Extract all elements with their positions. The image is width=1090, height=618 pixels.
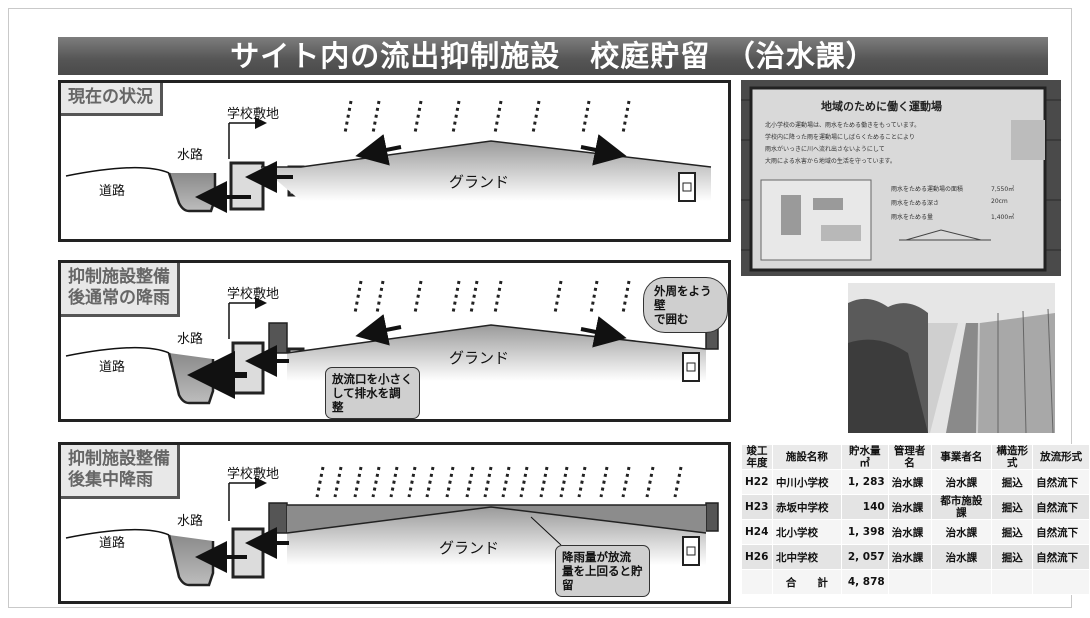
ground-label: グランド — [449, 349, 509, 367]
cell-discharge: 自然流下 — [1032, 494, 1090, 520]
cell-facility-name: 北中学校 — [771, 544, 842, 570]
cell-discharge: 自然流下 — [1032, 519, 1090, 545]
cell-facility-name: 北小学校 — [771, 519, 842, 545]
sign-heading: 地域のために働く運動場 — [821, 100, 942, 113]
header-discharge: 放流形式 — [1032, 444, 1090, 470]
cell-volume: 1, 283 — [840, 469, 889, 495]
sign-board-image — [741, 80, 1061, 276]
rain-marks — [353, 280, 631, 314]
perimeter-wall-image — [848, 283, 1055, 433]
waterway-label: 水路 — [177, 331, 203, 347]
callout-outlet: 放流口を小さく して排水を調 整 — [325, 367, 420, 419]
cell-volume: 140 — [840, 494, 889, 520]
cell-manager: 治水課 — [887, 519, 932, 545]
cell-volume: 2, 057 — [840, 544, 889, 570]
sign-stat-value: 1,400㎥ — [991, 214, 1015, 221]
rain-marks — [343, 100, 631, 134]
cell-operator: 治水課 — [930, 544, 993, 570]
cell-structure: 掘込 — [991, 519, 1034, 545]
road-label: 道路 — [99, 359, 125, 375]
cell-structure: 掘込 — [991, 544, 1034, 570]
slide-title: サイト内の流出抑制施設 校庭貯留 （治水課） — [230, 39, 876, 73]
header-operator: 事業者名 — [930, 444, 993, 470]
table-total-row: 合 計 4, 878 — [741, 569, 1090, 595]
callout-outer-wall: 外周をよう壁 で囲む — [643, 277, 728, 333]
school-site-label: 学校敷地 — [227, 106, 279, 122]
panel-normal-rain: 学校敷地 水路 道路 グランド 抑制施設整備 後通常の降雨 外周をよう壁 で囲む… — [58, 260, 731, 422]
waterway-label: 水路 — [177, 513, 203, 529]
ground-label: グランド — [439, 539, 499, 557]
cell-structure: 掘込 — [991, 494, 1034, 520]
header-facility-name: 施設名称 — [771, 444, 842, 470]
table-row: H24 北小学校 1, 398 治水課 治水課 掘込 自然流下 — [741, 519, 1090, 545]
table-row: H26 北中学校 2, 057 治水課 治水課 掘込 自然流下 — [741, 544, 1090, 570]
cell-operator: 治水課 — [930, 519, 993, 545]
panel-current: 学校敷地 水路 道路 グランド 現在の状況 — [58, 80, 731, 242]
header-volume: 貯水量 ㎥ — [840, 444, 889, 470]
cell-structure: 掘込 — [991, 469, 1034, 495]
sign-board-photo: 地域のために働く運動場 北小学校の運動場は、雨水をためる働きをもっています。 学… — [741, 80, 1061, 276]
cell-operator: 都市施設 課 — [930, 494, 993, 520]
sign-stat-value: 20cm — [991, 198, 1008, 205]
cell-discharge: 自然流下 — [1032, 469, 1090, 495]
panel-label: 現在の状況 — [61, 83, 163, 116]
road-label: 道路 — [99, 535, 125, 551]
cell-manager: 治水課 — [887, 494, 932, 520]
road-label: 道路 — [99, 183, 125, 199]
sign-stat-value: 7,550㎡ — [991, 186, 1015, 193]
table-header-row: 竣工 年度 施設名称 貯水量 ㎥ 管理者 名 事業者名 構造形 式 放流形式 — [741, 444, 1090, 470]
sign-stat-label: 雨水をためる量 — [891, 214, 934, 221]
panel-label: 抑制施設整備 後集中降雨 — [61, 445, 180, 499]
school-site-label: 学校敷地 — [227, 286, 279, 302]
cell-facility-name: 赤坂中学校 — [771, 494, 842, 520]
table-row: H22 中川小学校 1, 283 治水課 治水課 掘込 自然流下 — [741, 469, 1090, 495]
sign-text-line: 学校内に降った雨を運動場にしばらくためることにより — [765, 134, 915, 141]
table-row: H23 赤坂中学校 140 治水課 都市施設 課 掘込 自然流下 — [741, 494, 1090, 520]
sign-stat-label: 雨水をためる深さ — [891, 200, 940, 207]
rain-marks — [315, 466, 683, 498]
sign-text-line: 大雨による水害から地域の生活を守っています。 — [765, 158, 896, 165]
sign-text-line: 北小学校の運動場は、雨水をためる働きをもっています。 — [765, 122, 921, 129]
cell-year: H26 — [741, 544, 773, 570]
sign-stat-label: 雨水をためる運動場の面積 — [891, 186, 964, 193]
cell-discharge: 自然流下 — [1032, 544, 1090, 570]
sign-text-line: 雨水がいっきに川へ流れ出さないようにして — [765, 146, 885, 153]
school-site-label: 学校敷地 — [227, 466, 279, 482]
title-bar: サイト内の流出抑制施設 校庭貯留 （治水課） — [58, 37, 1048, 75]
header-structure: 構造形 式 — [991, 444, 1034, 470]
panel-label: 抑制施設整備 後通常の降雨 — [61, 263, 180, 317]
cell-facility-name: 中川小学校 — [771, 469, 842, 495]
total-value: 4, 878 — [840, 569, 889, 595]
panel-heavy-rain: 学校敷地 水路 道路 グランド 抑制施設整備 後集中降雨 降雨量が放流 量を上回… — [58, 442, 731, 604]
perimeter-wall-photo — [848, 283, 1055, 433]
cell-manager: 治水課 — [887, 469, 932, 495]
facility-table: 竣工 年度 施設名称 貯水量 ㎥ 管理者 名 事業者名 構造形 式 放流形式 H… — [741, 444, 1090, 595]
cell-year: H24 — [741, 519, 773, 545]
ground-label: グランド — [449, 173, 509, 191]
total-label: 合 計 — [771, 569, 842, 595]
callout-storage: 降雨量が放流 量を上回ると貯 留 — [555, 545, 650, 597]
diagram-current: 学校敷地 水路 道路 グランド — [65, 100, 712, 213]
cell-year: H22 — [741, 469, 773, 495]
cell-year: H23 — [741, 494, 773, 520]
cell-operator: 治水課 — [930, 469, 993, 495]
header-manager: 管理者 名 — [887, 444, 932, 470]
cell-volume: 1, 398 — [840, 519, 889, 545]
header-year: 竣工 年度 — [741, 444, 773, 470]
waterway-label: 水路 — [177, 147, 203, 163]
cell-manager: 治水課 — [887, 544, 932, 570]
